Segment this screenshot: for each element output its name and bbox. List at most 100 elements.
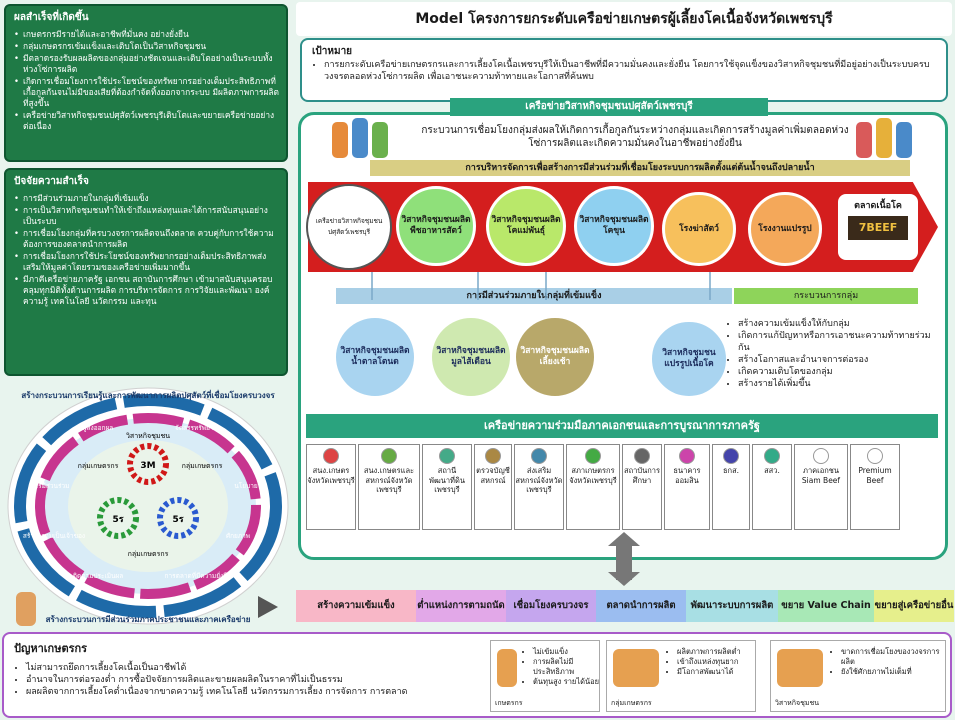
- problem-card-caption: เกษตรกร: [495, 699, 523, 707]
- list-item: การเป็นวิสาหกิจชุมชนทำให้เข้าถึงแหล่งทุน…: [14, 205, 280, 227]
- collab-bar: เครือข่ายความร่วมมือภาคเอกชนและการบูรณาก…: [306, 414, 938, 438]
- partner-logo-icon: [634, 448, 650, 464]
- cycle-inner-label: ผู้ส่งออกผล: [83, 424, 114, 432]
- partner-name: สนง.เกษตรจังหวัดเพชรบุรี: [307, 466, 355, 485]
- participation-bar: การมีส่วนร่วมภายในกลุ่มที่เข้มแข็ง: [336, 288, 732, 304]
- partner-card: สนง.เกษตรจังหวัดเพชรบุรี: [306, 444, 356, 530]
- partner-name: Premium Beef: [858, 466, 892, 485]
- partner-card: ภาคเอกชน Siam Beef: [794, 444, 848, 530]
- partner-name: ส่งเสริมสหกรณ์จังหวัดเพชรบุรี: [515, 466, 563, 494]
- list-item: เกิดความเติบโตของกลุ่ม: [738, 366, 938, 378]
- chain-step-label: วิสาหกิจชุมชนผลิตพืชอาหารสัตว์: [401, 215, 471, 236]
- chain-step-label: วิสาหกิจชุมชนผลิตโคแม่พันธุ์: [491, 215, 561, 236]
- success-list: การมีส่วนร่วมภายในกลุ่มที่เข้มแข็งการเป็…: [6, 193, 286, 312]
- results-title: ผลสำเร็จที่เกิดขึ้น: [14, 12, 89, 23]
- participant-step: วิสาหกิจชุมชนแปรรูปเนื้อโค: [650, 320, 728, 398]
- connector-lines: [371, 272, 711, 300]
- partner-card: ธนาคารออมสิน: [664, 444, 710, 530]
- gear-icon: [127, 443, 169, 485]
- strategy-block: ขยาย Value Chain: [778, 590, 874, 622]
- participant-step: วิสาหกิจชุมชนผลิตน้ำตาลโตนด: [334, 316, 416, 398]
- cycle-outer-bottom: สร้างกระบวนการมีส่วนร่วมภาคประชาชนและภาค…: [46, 614, 251, 624]
- list-item: ไม่สามารถยึดการเลี้ยงโคเนื้อเป็นอาชีพได้: [26, 662, 950, 674]
- cycle-inner-label: การตลาดที่มีความยั่งยืน: [165, 571, 232, 580]
- gear-label-3: 5ร: [172, 515, 183, 525]
- strategy-block: เชื่อมโยงครบวงจร: [506, 590, 596, 622]
- partner-name: สถานีพัฒนาที่ดินเพชรบุรี: [429, 466, 465, 494]
- market-label: ตลาดเนื้อโค: [854, 201, 902, 211]
- partner-logo-icon: [485, 448, 501, 464]
- network-logo: เครือข่ายวิสาหกิจชุมชนปศุสัตว์เพชรบุรี: [306, 184, 392, 270]
- chain-step: โรงฆ่าสัตว์: [662, 192, 736, 266]
- list-item: ต้นทุนสูง รายได้น้อย: [533, 677, 599, 687]
- list-item: การเชื่อมโยงการใช้ประโยชน์ของทรัพยากรอย่…: [14, 251, 280, 273]
- partner-card: สสว.: [752, 444, 792, 530]
- partner-logo-icon: [439, 448, 455, 464]
- list-item: อำนาจในการต่อรองต่ำ การซื้อปัจจัยการผลิต…: [26, 674, 950, 686]
- partner-name: สภาเกษตรกรจังหวัดเพชรบุรี: [569, 466, 617, 485]
- problem-card-caption: กลุ่มเกษตรกร: [611, 699, 652, 707]
- cycle-diagram: 3M 5ร 5ร วิสาหกิจชุมชน กลุ่มเกษตรกร กลุ่…: [7, 387, 289, 625]
- farmer-icon: [613, 649, 659, 687]
- list-item: สร้างความเข้มแข็งให้กับกลุ่ม: [738, 318, 938, 330]
- partner-name: สสว.: [764, 466, 780, 475]
- list-item: ผลิตภาพการผลิตต่ำ: [677, 647, 741, 657]
- list-item: เกิดการเชื่อมโยงการใช้ประโยชน์ของทรัพยาก…: [14, 76, 280, 109]
- group-label-3: กลุ่มเกษตรกร: [128, 550, 169, 558]
- partner-card: ธกส.: [712, 444, 750, 530]
- list-item: เกิดการแก้ปัญหาหรือการเอาชนะความท้าทายร่…: [738, 330, 938, 354]
- partner-card: Premium Beef: [850, 444, 900, 530]
- list-item: เครือข่ายวิสาหกิจชุมชนปศุสัตว์เพชรบุรีเต…: [14, 110, 280, 132]
- partner-logo-icon: [723, 448, 739, 464]
- list-item: สร้างรายได้เพิ่มขึ้น: [738, 378, 938, 390]
- strategy-block: สร้างความเข้มแข็ง: [296, 590, 416, 622]
- strategy-block: ตลาดนำการผลิต: [596, 590, 686, 622]
- list-item: การมีส่วนร่วมภายในกลุ่มที่เข้มแข็ง: [14, 193, 280, 204]
- list-item: ไม่เข้มแข็ง: [533, 647, 599, 657]
- participant-step: วิสาหกิจชุมชนผลิตมูลไส้เดือน: [430, 316, 512, 398]
- list-item: สร้างโอกาสและอำนาจการต่อรอง: [738, 354, 938, 366]
- list-item: เข้าถึงแหล่งทุนยาก: [677, 657, 741, 667]
- partner-name: ธนาคารออมสิน: [673, 466, 701, 485]
- list-item: มีภาคีเครือข่ายภาครัฐ เอกชน สถาบันการศึก…: [14, 274, 280, 307]
- double-arrow-icon: [616, 540, 632, 580]
- cycle-inner-label: จัดสรรทรัพยากร: [175, 424, 221, 432]
- partner-logo-icon: [679, 448, 695, 464]
- partner-card: สภาเกษตรกรจังหวัดเพชรบุรี: [566, 444, 620, 530]
- goal-box: เป้าหมาย การยกระดับเครือข่ายเกษตรกรและกา…: [300, 38, 948, 102]
- partner-card: ตรวจบัญชีสหกรณ์: [474, 444, 512, 530]
- problem-card-list: ขาดการเชื่อมโยงของวงจรการผลิตยังใช้ศักยภ…: [831, 647, 945, 677]
- problem-card-list: ผลิตภาพการผลิตต่ำเข้าถึงแหล่งทุนยากมีโอก…: [667, 647, 741, 677]
- results-list: เกษตรกรมีรายได้และอาชีพที่มั่นคง อย่างยั…: [6, 29, 286, 137]
- problems-list: ไม่สามารถยึดการเลี้ยงโคเนื้อเป็นอาชีพได้…: [4, 662, 950, 698]
- problem-card-caption: วิสาหกิจชุมชน: [775, 699, 819, 707]
- cycle-outer-top: สร้างกระบวนการเรียนรู้และการพัฒนาการผลิต…: [21, 389, 275, 401]
- cycle-inner-label: การมีส่วนร่วม: [31, 482, 70, 490]
- arrow-right-icon: [258, 596, 278, 618]
- farmers-right-icon: [856, 118, 926, 158]
- partner-logo-icon: [531, 448, 547, 464]
- farmer-icon: [16, 592, 36, 626]
- chain-step: วิสาหกิจชุมชนผลิตโคแม่พันธุ์: [486, 186, 566, 266]
- partner-logo-icon: [764, 448, 780, 464]
- success-title: ปัจจัยความสำเร็จ: [14, 176, 89, 187]
- market-box: ตลาดเนื้อโค 7BEEF: [838, 194, 918, 260]
- network-logo-text: เครือข่ายวิสาหกิจชุมชนปศุสัตว์เพชรบุรี: [315, 217, 383, 236]
- cycle-inner-label: ติดตามประเมินผล: [73, 572, 123, 580]
- process-text: กระบวนการเชื่อมโยงกลุ่มส่งผลให้เกิดการเก…: [421, 125, 849, 149]
- partner-name: ภาคเอกชน Siam Beef: [801, 466, 841, 485]
- problems-title: ปัญหาเกษตรกร: [14, 642, 88, 655]
- list-item: เกษตรกรมีรายได้และอาชีพที่มั่นคง อย่างยั…: [14, 29, 280, 40]
- chain-step-label: โรงฆ่าสัตว์: [679, 223, 719, 234]
- partner-name: สถาบันการศึกษา: [624, 466, 660, 485]
- list-item: ขาดการเชื่อมโยงของวงจรการผลิต: [841, 647, 945, 667]
- results-panel: ผลสำเร็จที่เกิดขึ้น เกษตรกรมีรายได้และอา…: [4, 4, 288, 162]
- strategy-block: พัฒนาระบบการผลิต: [686, 590, 778, 622]
- goal-title: เป้าหมาย: [312, 46, 353, 57]
- group-benefits-list: สร้างความเข้มแข็งให้กับกลุ่มเกิดการแก้ปั…: [738, 318, 938, 390]
- partner-card: สถาบันการศึกษา: [622, 444, 662, 530]
- partner-logo-icon: [813, 448, 829, 464]
- partner-logo-icon: [323, 448, 339, 464]
- group-label-2: กลุ่มเกษตรกร: [182, 462, 223, 470]
- cycle-inner-label: ศักยภาพ: [226, 532, 250, 540]
